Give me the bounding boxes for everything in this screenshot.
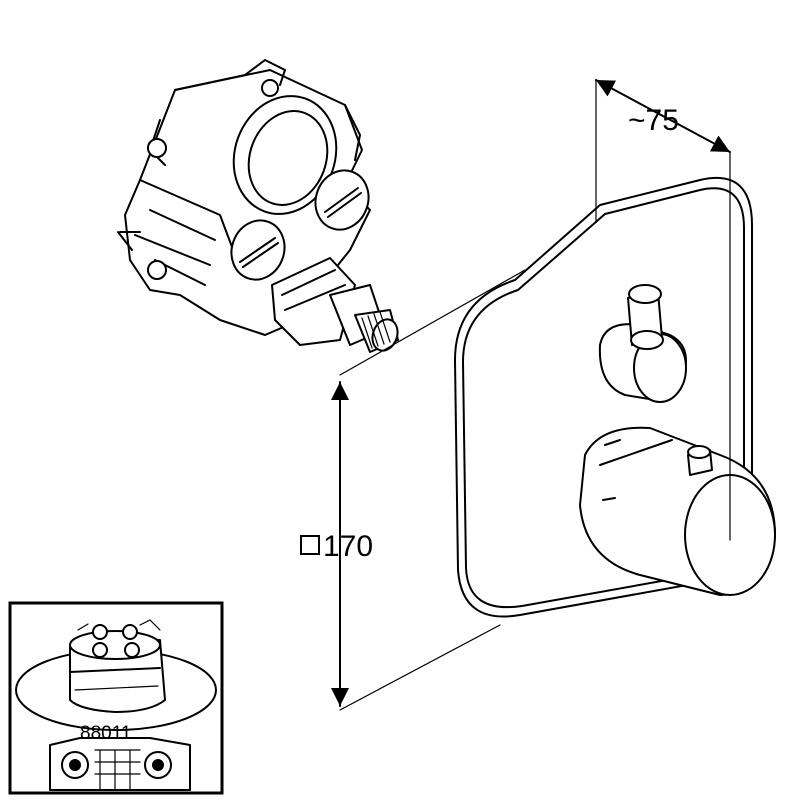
thermostat-knob — [579, 426, 776, 596]
inset-panel — [8, 601, 224, 795]
valve-plug-screw-upper — [314, 169, 370, 231]
dimension-size — [331, 269, 526, 711]
size-dimension-label: 170 — [323, 530, 373, 563]
square-symbol-icon — [300, 535, 320, 555]
valve-plug-screw-lower — [230, 219, 286, 281]
diverter-knob — [598, 284, 687, 403]
valve-top-port — [232, 95, 338, 215]
inset-part-number: 88011 — [80, 723, 131, 744]
dimension-depth — [595, 79, 731, 541]
valve-body — [117, 59, 399, 353]
depth-dimension-label: ~75 — [628, 104, 679, 137]
valve-spindle — [271, 257, 399, 353]
